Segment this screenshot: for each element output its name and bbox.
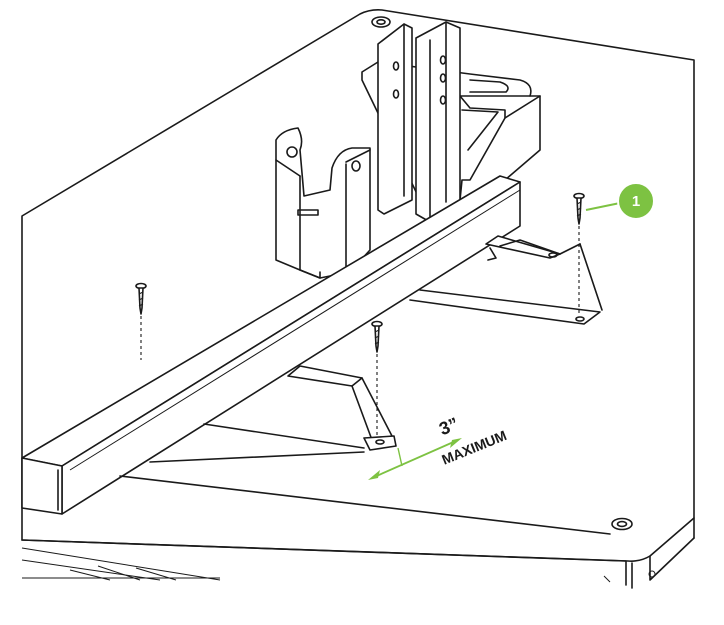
lower-panel-edge (21, 547, 656, 583)
u-channel-bracket (275, 127, 371, 279)
upright-plate-left (377, 23, 413, 215)
wood-screw-center (371, 320, 383, 438)
dimension-arrowhead-right (450, 438, 462, 448)
callout-number: 1 (632, 193, 640, 210)
callout-circle (617, 182, 655, 220)
under-rail-left (119, 365, 611, 535)
under-rail-right (409, 235, 603, 325)
cross-beam (21, 175, 521, 515)
dimension-line (371, 439, 459, 479)
panel-bolt-bottom (611, 517, 633, 531)
panel-bolt-top (371, 16, 391, 28)
upright-plate-right (415, 21, 461, 223)
callout-leader-line (585, 202, 621, 211)
wood-screw-left (135, 282, 147, 360)
wood-screw-right (573, 192, 585, 316)
callout-badge-icon: 1 (585, 182, 655, 220)
dimension-arrow-icon (368, 438, 462, 480)
dimension-tick (397, 447, 403, 467)
dimension-arrowhead-left (368, 470, 380, 480)
